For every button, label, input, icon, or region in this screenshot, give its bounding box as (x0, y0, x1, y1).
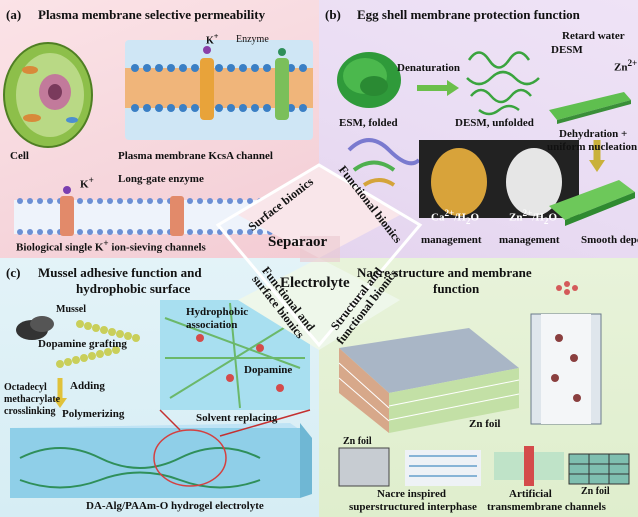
solvent-replacing-label: Solvent replacing (196, 412, 278, 424)
zn-foil-label-2: Zn foil (343, 436, 372, 447)
dopamine-label: Dopamine (244, 364, 293, 376)
kcsa-membrane-illustration (125, 40, 313, 140)
panel-b-title: Egg shell membrane protection function (357, 7, 580, 22)
transmembrane-channels-label: transmembrane channels (487, 501, 606, 513)
smooth-surface-illustration (549, 180, 635, 226)
esm-folded-label: ESM, folded (339, 117, 398, 129)
octadecyl-label: Octadecyl (4, 382, 47, 393)
nucleation-label: uniform nucleation (547, 141, 638, 153)
superstructured-interphase-illustration (338, 447, 481, 487)
retard-water-label: Retard water (562, 30, 625, 42)
adding-label: Adding (70, 380, 105, 392)
electrolyte-label: Electrolyte (280, 275, 350, 291)
k-ion-label: K+ (206, 32, 219, 47)
esm-folded-illustration (337, 52, 401, 108)
long-gate-enzyme-label: Long-gate enzyme (118, 173, 204, 185)
panel-a-title: Plasma membrane selective permeability (38, 7, 266, 22)
mussel-label: Mussel (56, 304, 86, 315)
zn-h2o-label: Zn2+/H2O (509, 208, 558, 226)
zoom-lines (159, 409, 311, 437)
ca-h2o-label: Ca2+/H2O (431, 208, 480, 226)
panel-b: (b) Egg shell membrane protection functi… (319, 0, 638, 258)
nacre-inspired-label: Nacre inspired (377, 488, 446, 500)
desm-zn-surface-illustration (549, 92, 631, 124)
panel-a-letter: (a) (6, 7, 22, 22)
dopamine-grafting-label: Dopamine grafting (38, 338, 127, 350)
panel-a-graphics (3, 40, 313, 236)
polymer-chains (56, 320, 140, 368)
hydrogel-electrolyte-label: DA-Alg/PAAm-O hydrogel electrolyte (86, 500, 264, 512)
superstructured-interphase-label: superstructured interphase (349, 501, 477, 513)
management-label-2: management (499, 234, 560, 246)
desm-unfolded-label: DESM, unfolded (455, 117, 534, 129)
hydrogel-slab-illustration (10, 423, 312, 498)
desm-unfolded-illustration (466, 51, 540, 116)
k-ion-label-2: K+ (80, 175, 94, 191)
panel-a: (a) Plasma membrane selective permeabili… (0, 0, 319, 258)
ion-sieving-label: Biological single K+ ion-sieving channel… (16, 238, 206, 254)
denaturation-label: Denaturation (397, 62, 460, 74)
artificial-channels-illustration (494, 446, 630, 486)
nacre-block-illustration (338, 328, 520, 433)
zn-ion-label: Zn2+ (614, 58, 638, 74)
separator-label: Separaor (268, 234, 328, 250)
panel-b-graphics (337, 51, 635, 226)
mussel-illustration (16, 316, 54, 340)
methacrylate-label: methacrylate (4, 394, 61, 405)
panel-c-title-line1: Mussel adhesive function and (38, 265, 202, 280)
desm-label: DESM (551, 44, 583, 56)
transmembrane-tube-illustration (530, 313, 602, 425)
dehydration-label: Dehydration + (559, 128, 628, 140)
panel-c-letter: (c) (6, 265, 21, 280)
zn-foil-label-3: Zn foil (581, 486, 610, 497)
cell-illustration (3, 42, 93, 148)
panel-d-graphics (338, 281, 630, 487)
cell-label: Cell (10, 150, 29, 162)
smooth-deposition-label: Smooth deposition (581, 234, 638, 246)
polymerizing-label: Polymerizing (62, 408, 125, 420)
flower-cluster-icon (556, 281, 578, 295)
enzyme-label: Enzyme (236, 34, 269, 45)
zn-foil-label-1: Zn foil (469, 418, 501, 430)
hydrophobic-label: Hydrophobic (186, 306, 249, 318)
management-label-1: management (421, 234, 482, 246)
panel-b-letter: (b) (325, 7, 341, 22)
artificial-label: Artificial (509, 488, 552, 500)
association-label: association (186, 319, 238, 331)
kcsa-channel-label: Plasma membrane KcsA channel (118, 150, 273, 162)
panel-d-title-line2: function (433, 281, 480, 296)
crosslinking-label: crosslinking (4, 406, 56, 417)
panel-c-title-line2: hydrophobic surface (76, 281, 191, 296)
